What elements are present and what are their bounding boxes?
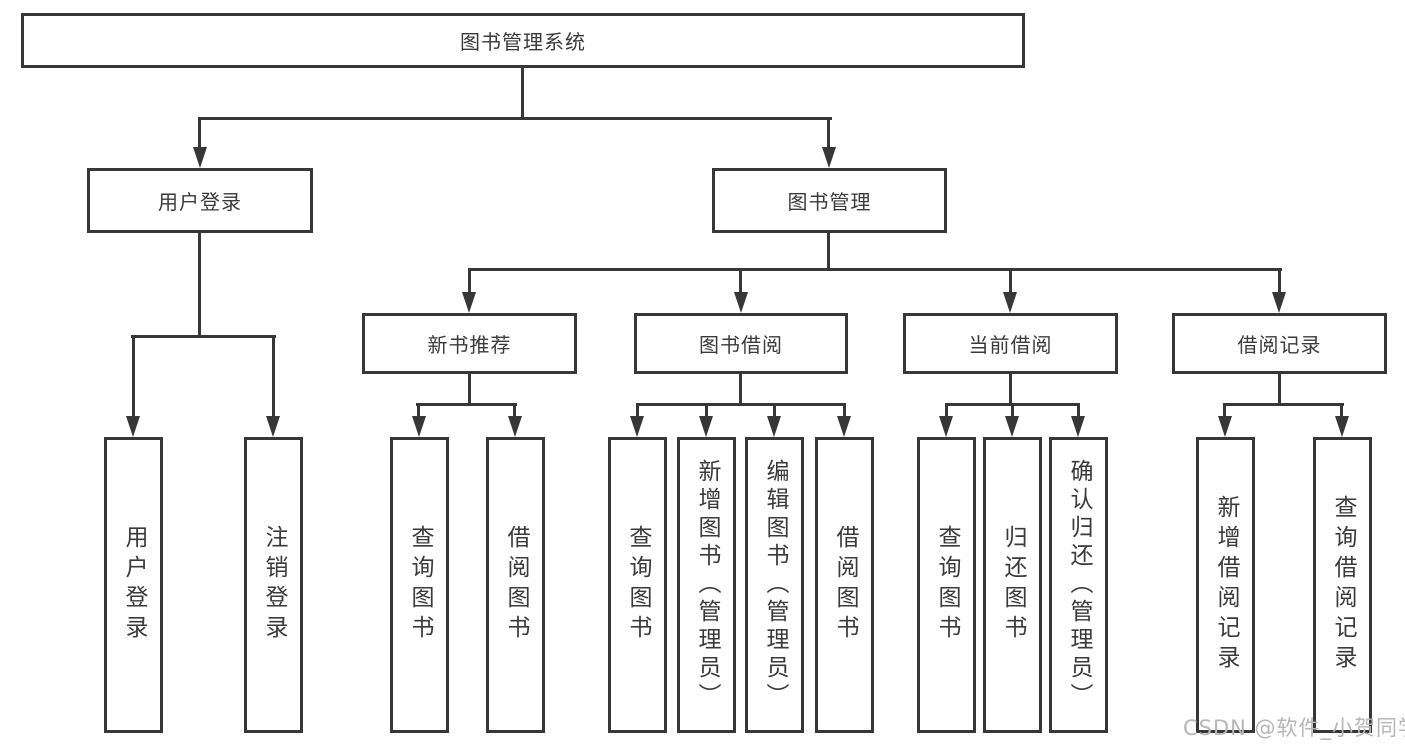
connector-section-stem [1278, 268, 1281, 295]
arrow-down-icon [699, 416, 713, 437]
leaf-borrow-books-recommend: 借阅图书 [486, 437, 545, 733]
leaf-label: 新增借阅记录 [1213, 495, 1239, 675]
connector-level3-branch [468, 268, 1282, 271]
leaf-borrow-books-borrowing: 借阅图书 [815, 437, 874, 733]
leaf-label: 新增图书（管理员） [694, 459, 720, 711]
leaf-label: 借阅图书 [503, 525, 529, 645]
leaf-query-books-borrowing: 查询图书 [608, 437, 667, 733]
connector-leaf-stem [1077, 403, 1080, 419]
node-borrowing-records: 借阅记录 [1172, 313, 1387, 374]
connector-section2-branch [636, 403, 846, 406]
arrow-down-icon [1003, 292, 1017, 313]
connector-leaf-stem [636, 403, 639, 419]
leaf-label: 用户登录 [121, 525, 147, 645]
node-current-borrowing: 当前借阅 [903, 313, 1118, 374]
leaf-query-books-recommend: 查询图书 [390, 437, 449, 733]
connector-section-stem [739, 268, 742, 295]
connector-leaf-stem [132, 335, 135, 419]
connector-user-group-stem [198, 233, 201, 338]
connector-section2-stem [739, 374, 742, 406]
arrow-down-icon [1005, 416, 1019, 437]
node-book-management: 图书管理 [712, 168, 947, 233]
connector-section4-branch [1223, 403, 1344, 406]
connector-root-stem [521, 68, 524, 120]
connector-leaf-stem [1223, 403, 1226, 419]
leaf-user-login: 用户登录 [104, 437, 163, 733]
csdn-watermark: CSDN @软件_小贺同学 [1183, 716, 1405, 740]
arrow-down-icon [1272, 292, 1286, 313]
connector-management-group-stem [827, 233, 830, 271]
connector-user-stem [198, 117, 201, 150]
leaf-edit-book-admin: 编辑图书（管理员） [745, 437, 804, 733]
connector-section1-stem [468, 374, 471, 406]
leaf-confirm-return-admin: 确认归还（管理员） [1049, 437, 1108, 733]
connector-level2-branch [198, 117, 832, 120]
leaf-logout: 注销登录 [244, 437, 303, 733]
arrow-down-icon [837, 416, 851, 437]
connector-leaf-stem [843, 403, 846, 419]
arrow-down-icon [1335, 416, 1349, 437]
leaf-label: 确认归还（管理员） [1066, 459, 1092, 711]
leaf-add-borrow-record: 新增借阅记录 [1196, 437, 1255, 733]
connector-leaf-stem [272, 335, 275, 419]
connector-leaf-stem [705, 403, 708, 419]
connector-leaf-stem [773, 403, 776, 419]
leaf-return-books: 归还图书 [983, 437, 1042, 733]
connector-section4-stem [1278, 374, 1281, 406]
arrow-down-icon [193, 147, 207, 168]
leaf-label: 查询图书 [934, 525, 960, 645]
connector-section3-stem [1009, 374, 1012, 406]
arrow-down-icon [508, 416, 522, 437]
connector-leaf-stem [417, 403, 420, 419]
node-book-borrowing: 图书借阅 [634, 313, 848, 374]
connector-leaf-stem [513, 403, 516, 419]
leaf-label: 查询借阅记录 [1330, 495, 1356, 675]
arrow-down-icon [939, 416, 953, 437]
connector-section1-branch [416, 403, 517, 406]
leaf-add-book-admin: 新增图书（管理员） [677, 437, 736, 733]
node-root: 图书管理系统 [21, 13, 1025, 68]
connector-management-stem [827, 117, 830, 150]
arrow-down-icon [412, 416, 426, 437]
leaf-label: 借阅图书 [832, 525, 858, 645]
arrow-down-icon [767, 416, 781, 437]
connector-leaf-stem [1011, 403, 1014, 419]
leaf-query-borrow-record: 查询借阅记录 [1313, 437, 1372, 733]
arrow-down-icon [1218, 416, 1232, 437]
leaf-label: 编辑图书（管理员） [762, 459, 788, 711]
arrow-down-icon [462, 292, 476, 313]
leaf-label: 查询图书 [407, 525, 433, 645]
arrow-down-icon [630, 416, 644, 437]
arrow-down-icon [822, 147, 836, 168]
connector-user-group-branch [131, 335, 276, 338]
arrow-down-icon [126, 416, 140, 437]
leaf-label: 注销登录 [261, 525, 287, 645]
connector-section-stem [1009, 268, 1012, 295]
leaf-label: 归还图书 [1000, 525, 1026, 645]
leaf-label: 查询图书 [625, 525, 651, 645]
arrow-down-icon [734, 292, 748, 313]
node-user-login: 用户登录 [87, 168, 313, 233]
arrow-down-icon [1071, 416, 1085, 437]
arrow-down-icon [266, 416, 280, 437]
connector-leaf-stem [1340, 403, 1343, 419]
node-new-book-recommend: 新书推荐 [362, 313, 577, 374]
leaf-query-books-current: 查询图书 [917, 437, 976, 733]
connector-section-stem [468, 268, 471, 295]
connector-leaf-stem [945, 403, 948, 419]
